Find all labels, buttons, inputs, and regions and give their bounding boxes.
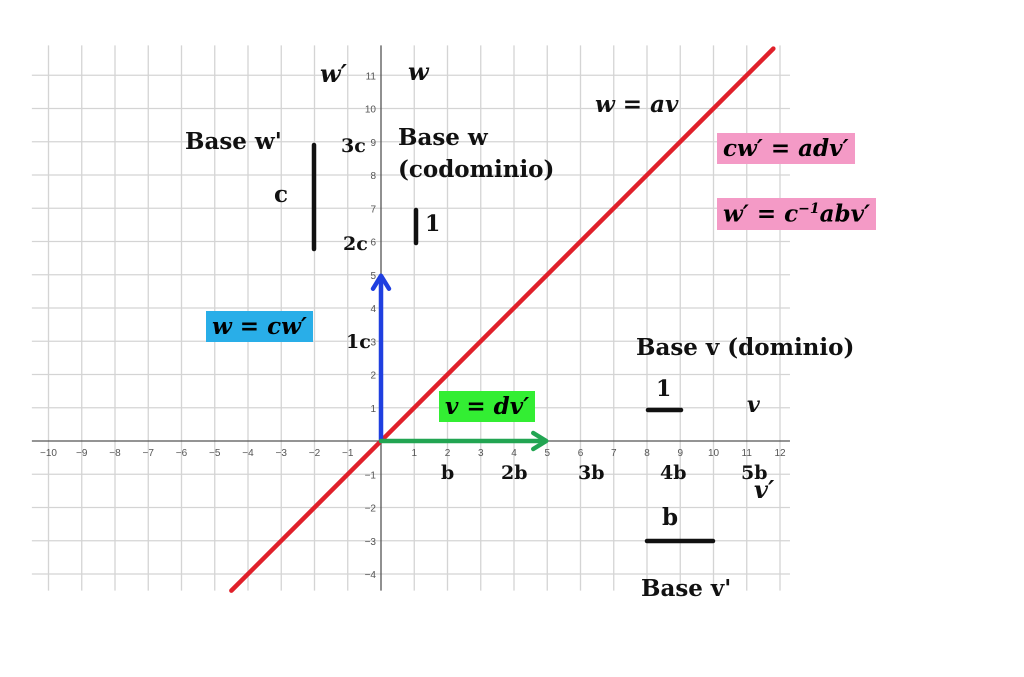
tick-2c: 2c <box>343 233 368 255</box>
base-v-title: Base v (dominio) <box>636 334 855 361</box>
y-tick-label: 3 <box>370 337 376 348</box>
one-length-label-v: 1 <box>656 376 672 402</box>
unit-segments <box>311 142 716 544</box>
c-length-label: c <box>274 181 289 208</box>
line-w-equals-av <box>229 46 776 593</box>
base-v-prime-title: Base v' <box>641 575 732 602</box>
tick-4b: 4b <box>660 462 687 484</box>
equation-inverse-exponent: −1 <box>798 201 820 217</box>
x-tick-label: 12 <box>774 448 786 459</box>
equation-w-cw-prime: w = cw′ <box>206 311 313 342</box>
x-tick-label: 11 <box>742 448 753 459</box>
x-tick-label: 8 <box>644 448 650 459</box>
tick-5b: 5b <box>741 462 768 484</box>
x-tick-label: −8 <box>109 448 121 459</box>
tick-b: b <box>441 462 455 484</box>
tick-3c: 3c <box>341 135 366 157</box>
equation-cw-adv: cw′ = adv′ <box>717 133 855 164</box>
w-prime-axis-label: w′ <box>320 59 347 88</box>
tick-1c: 1c <box>346 331 371 353</box>
v-axis-label: v <box>747 392 760 418</box>
y-tick-label: 6 <box>370 238 376 249</box>
y-tick-label: 10 <box>365 105 377 116</box>
x-tick-label: 9 <box>677 448 683 459</box>
tick-2b: 2b <box>501 462 528 484</box>
x-tick-label: −4 <box>242 448 254 459</box>
equation-w-av: w = av <box>595 91 679 118</box>
x-tick-label: −5 <box>209 448 221 459</box>
equation-v-dv-prime: v = dv′ <box>439 391 536 422</box>
y-tick-label: 4 <box>370 304 376 315</box>
x-tick-label: −6 <box>176 448 188 459</box>
y-tick-label: 11 <box>366 71 377 82</box>
x-tick-label: 5 <box>544 448 550 459</box>
x-tick-label: −7 <box>143 448 155 459</box>
arrowhead-icon <box>531 430 549 452</box>
x-tick-label: 3 <box>478 448 484 459</box>
linear-map-line <box>229 46 776 593</box>
y-tick-label: −2 <box>365 504 377 515</box>
y-tick-label: 7 <box>370 204 376 215</box>
x-tick-label: −2 <box>309 448 321 459</box>
base-w-title-line2: (codominio) <box>398 156 555 183</box>
one-length-label-w: 1 <box>425 211 441 237</box>
x-tick-label: 4 <box>511 448 517 459</box>
x-tick-label: 7 <box>611 448 617 459</box>
y-tick-label: −4 <box>365 570 377 581</box>
x-tick-label: −1 <box>342 448 354 459</box>
tick-3b: 3b <box>578 462 605 484</box>
x-tick-label: 10 <box>708 448 720 459</box>
arrowhead-icon <box>370 273 392 291</box>
equation-w-prime-cinv-head: w′ = c <box>723 200 799 228</box>
y-tick-label: 2 <box>370 371 376 382</box>
grid-lines <box>31 45 790 591</box>
x-tick-label: 2 <box>445 448 451 459</box>
y-tick-label: 5 <box>370 271 376 282</box>
basis-vectors <box>370 273 549 452</box>
w-axis-label: w <box>408 57 429 86</box>
equation-w-prime-cinv-abv: w′ = c−1abv′ <box>717 198 877 230</box>
x-tick-label: 1 <box>411 448 417 459</box>
y-tick-label: 8 <box>370 171 376 182</box>
b-length-label: b <box>662 504 679 531</box>
base-w-title-line1: Base w <box>398 124 488 151</box>
x-tick-label: −10 <box>40 448 57 459</box>
equation-w-prime-cinv-tail: abv′ <box>819 200 871 228</box>
y-tick-label: 1 <box>370 404 376 415</box>
base-w-prime-title: Base w' <box>185 128 282 155</box>
x-tick-label: −9 <box>76 448 88 459</box>
y-tick-label: 9 <box>370 138 376 149</box>
x-tick-label: 6 <box>578 448 584 459</box>
y-tick-label: −3 <box>365 537 377 548</box>
x-tick-label: −3 <box>276 448 288 459</box>
v-prime-axis-label: v′ <box>754 475 775 504</box>
y-tick-label: −1 <box>365 470 377 481</box>
